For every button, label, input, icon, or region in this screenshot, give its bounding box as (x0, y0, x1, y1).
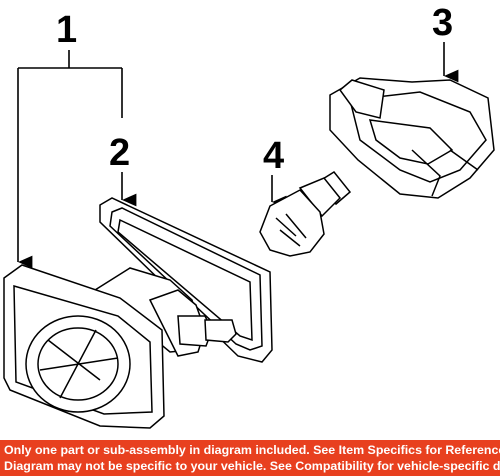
socket-part (329, 77, 495, 199)
lamp-housing-part (3, 264, 237, 429)
callout-3: 3 (432, 2, 453, 44)
disclaimer-banner: Only one part or sub-assembly in diagram… (0, 440, 500, 476)
callout-2: 2 (109, 132, 130, 174)
disclaimer-line-2: Diagram may not be specific to your vehi… (4, 459, 500, 473)
parts-diagram: 1 2 3 4 (3, 2, 495, 429)
callout-4: 4 (263, 135, 284, 177)
disclaimer-line-1: Only one part or sub-assembly in diagram… (4, 443, 500, 457)
callout-1: 1 (56, 9, 77, 51)
leader-line-1 (17, 50, 123, 269)
bulb-part (259, 171, 352, 257)
